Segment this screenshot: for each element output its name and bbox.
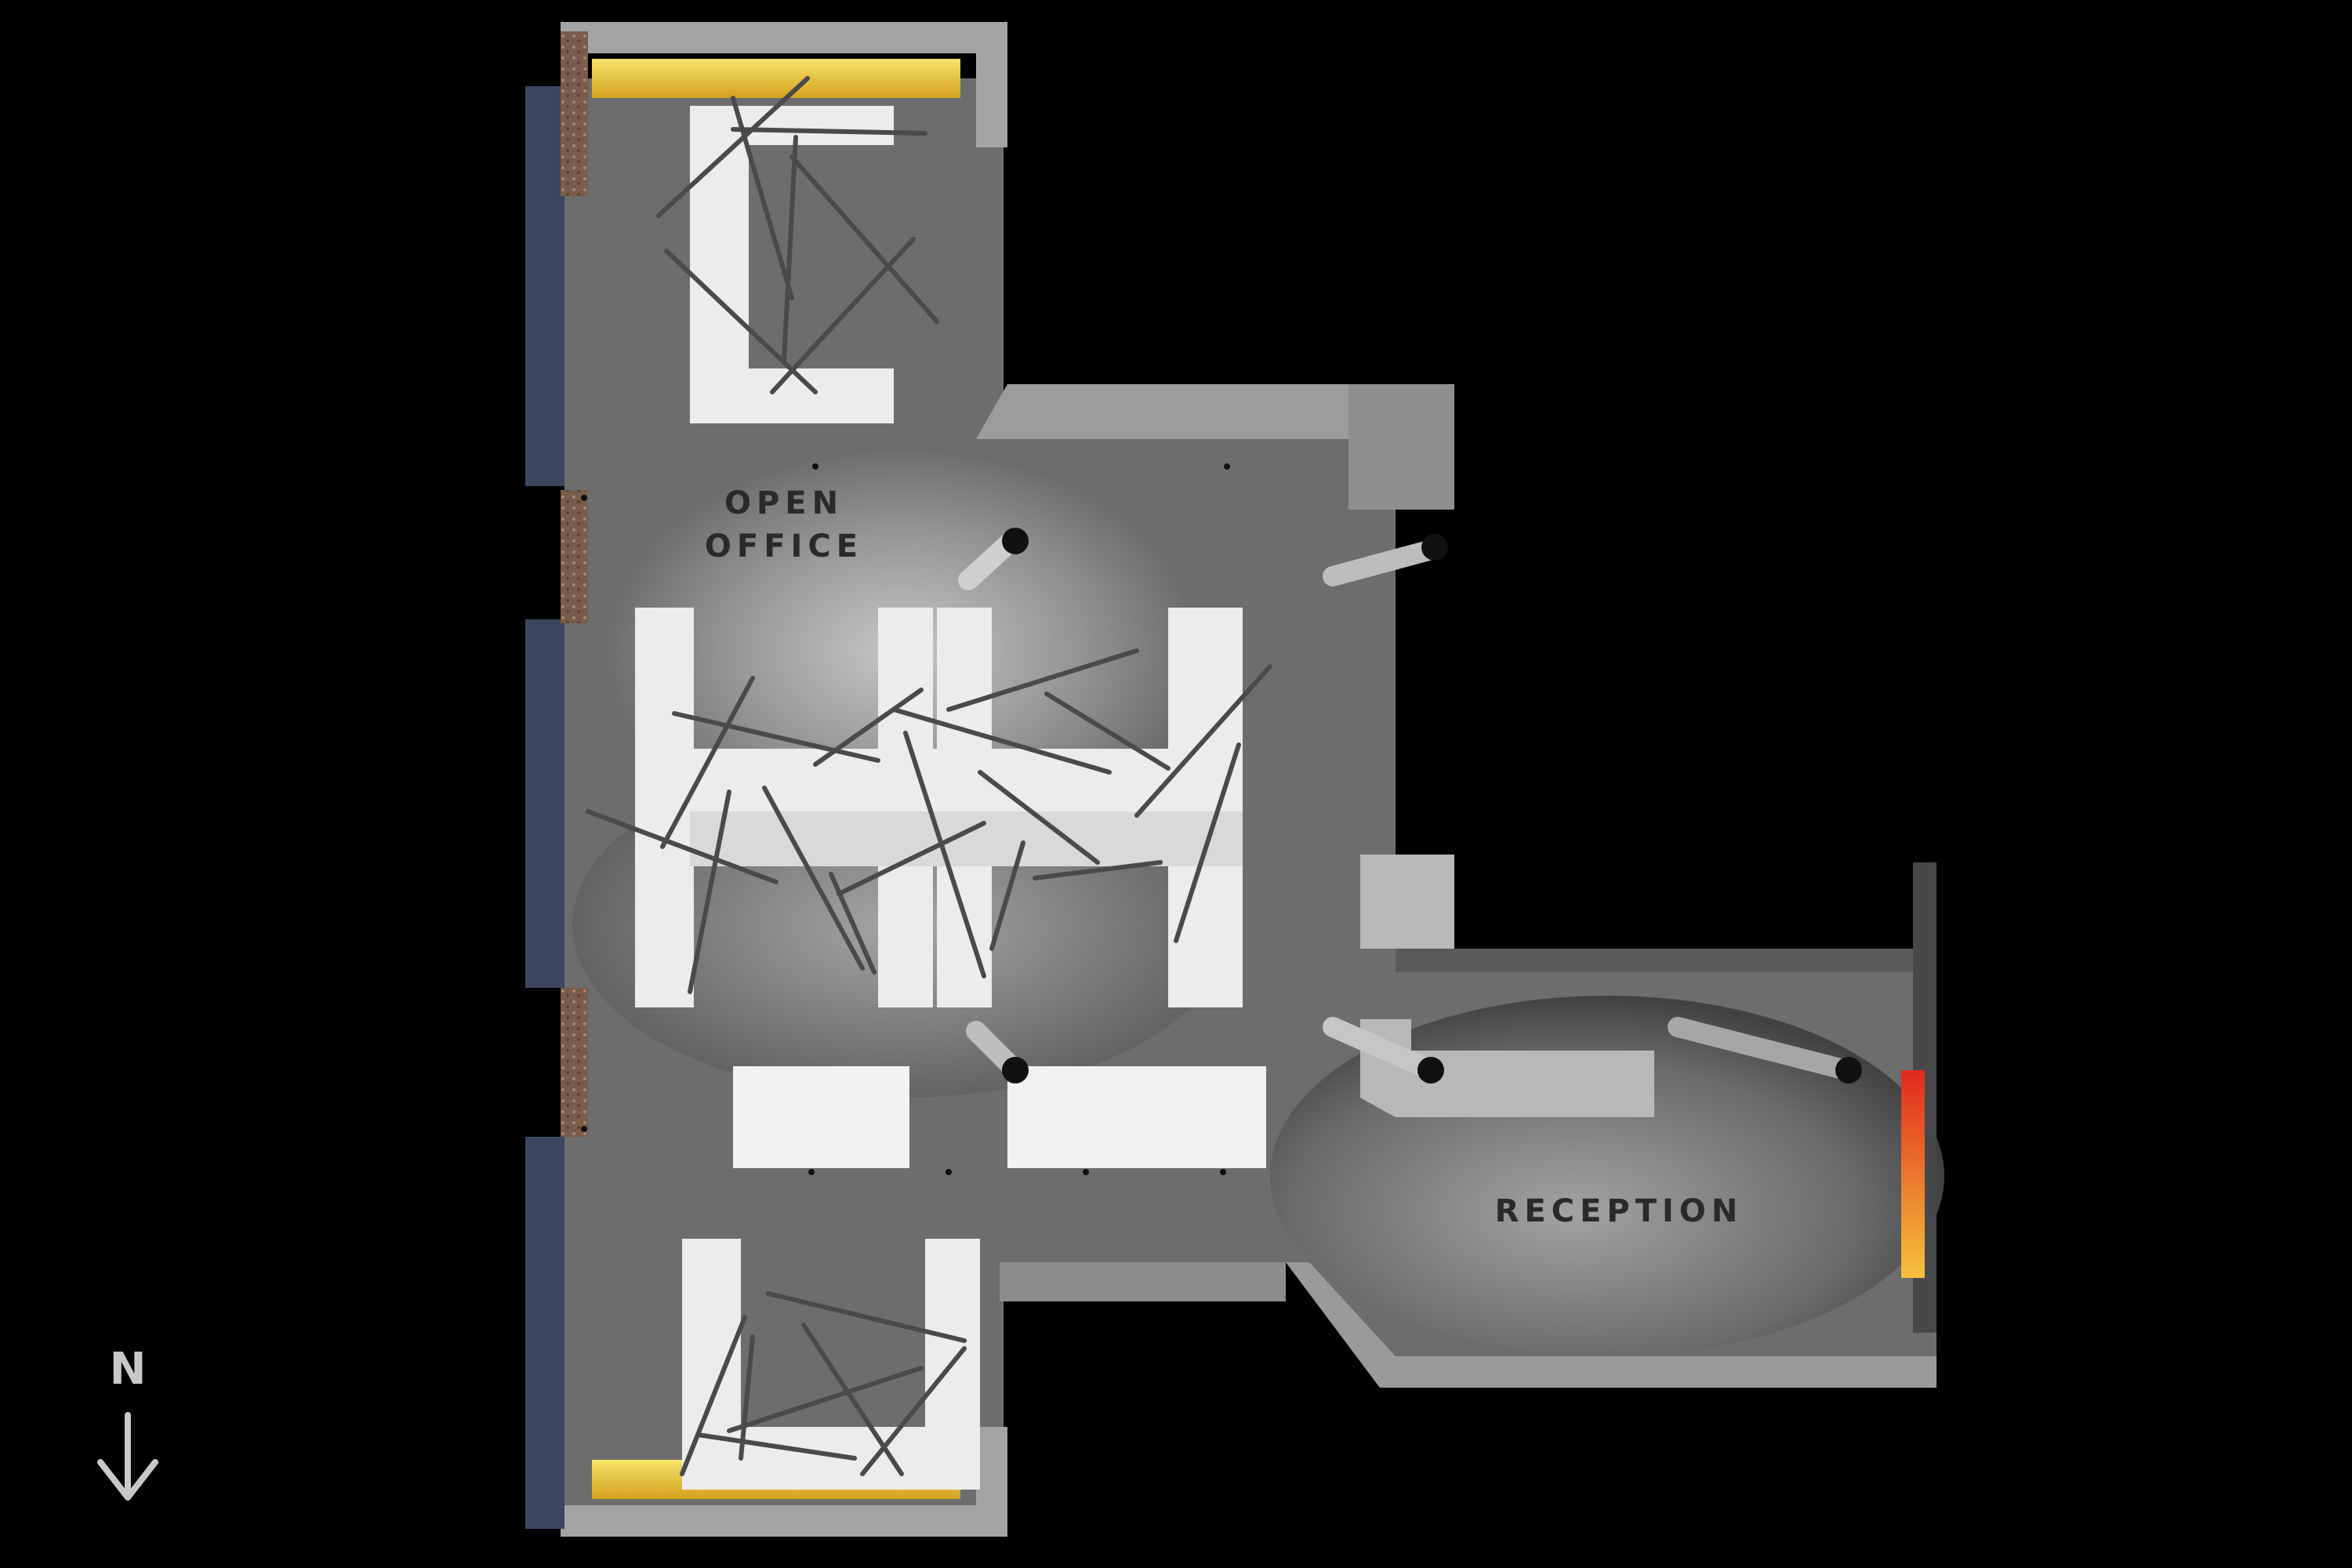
north-label: N — [110, 1344, 147, 1395]
brick-column — [561, 31, 588, 196]
window — [525, 86, 564, 486]
open-office-label-line1: OPEN — [724, 485, 844, 521]
wall — [1396, 949, 1936, 972]
reception-desk — [1360, 1019, 1654, 1117]
column — [1002, 528, 1029, 554]
brick-column — [561, 988, 588, 1137]
column — [1002, 1057, 1029, 1083]
desk-north — [690, 106, 894, 423]
light-fixtures — [586, 76, 1272, 1476]
red-accent-panel — [1901, 1070, 1925, 1278]
desk-cluster-central — [635, 608, 1243, 1007]
wall — [976, 384, 1454, 439]
wall — [1348, 384, 1454, 510]
west-facade — [525, 31, 588, 1529]
yellow-light-panel — [592, 59, 960, 98]
column — [1417, 1057, 1444, 1083]
wall — [976, 22, 1007, 147]
north-arrow: N — [97, 1344, 158, 1501]
open-office-label-line2: OFFICE — [705, 528, 863, 564]
floor-dots — [581, 463, 1230, 1175]
columns — [958, 528, 1862, 1083]
window — [525, 619, 564, 988]
arrow-down-icon — [97, 1412, 158, 1501]
wall — [561, 1505, 1007, 1537]
column — [1835, 1057, 1862, 1083]
column — [1421, 534, 1448, 561]
desk-low — [1007, 1066, 1266, 1168]
wall — [1360, 855, 1454, 949]
desks — [635, 106, 1654, 1490]
wall — [976, 1427, 1007, 1537]
desk-low — [733, 1066, 909, 1168]
reception-label: RECEPTION — [1495, 1193, 1744, 1229]
window — [525, 1137, 564, 1529]
wall — [561, 22, 1007, 53]
wall — [1000, 1262, 1286, 1301]
brick-column — [561, 490, 588, 623]
desk-south — [682, 1239, 980, 1490]
wall — [1286, 1262, 1936, 1388]
